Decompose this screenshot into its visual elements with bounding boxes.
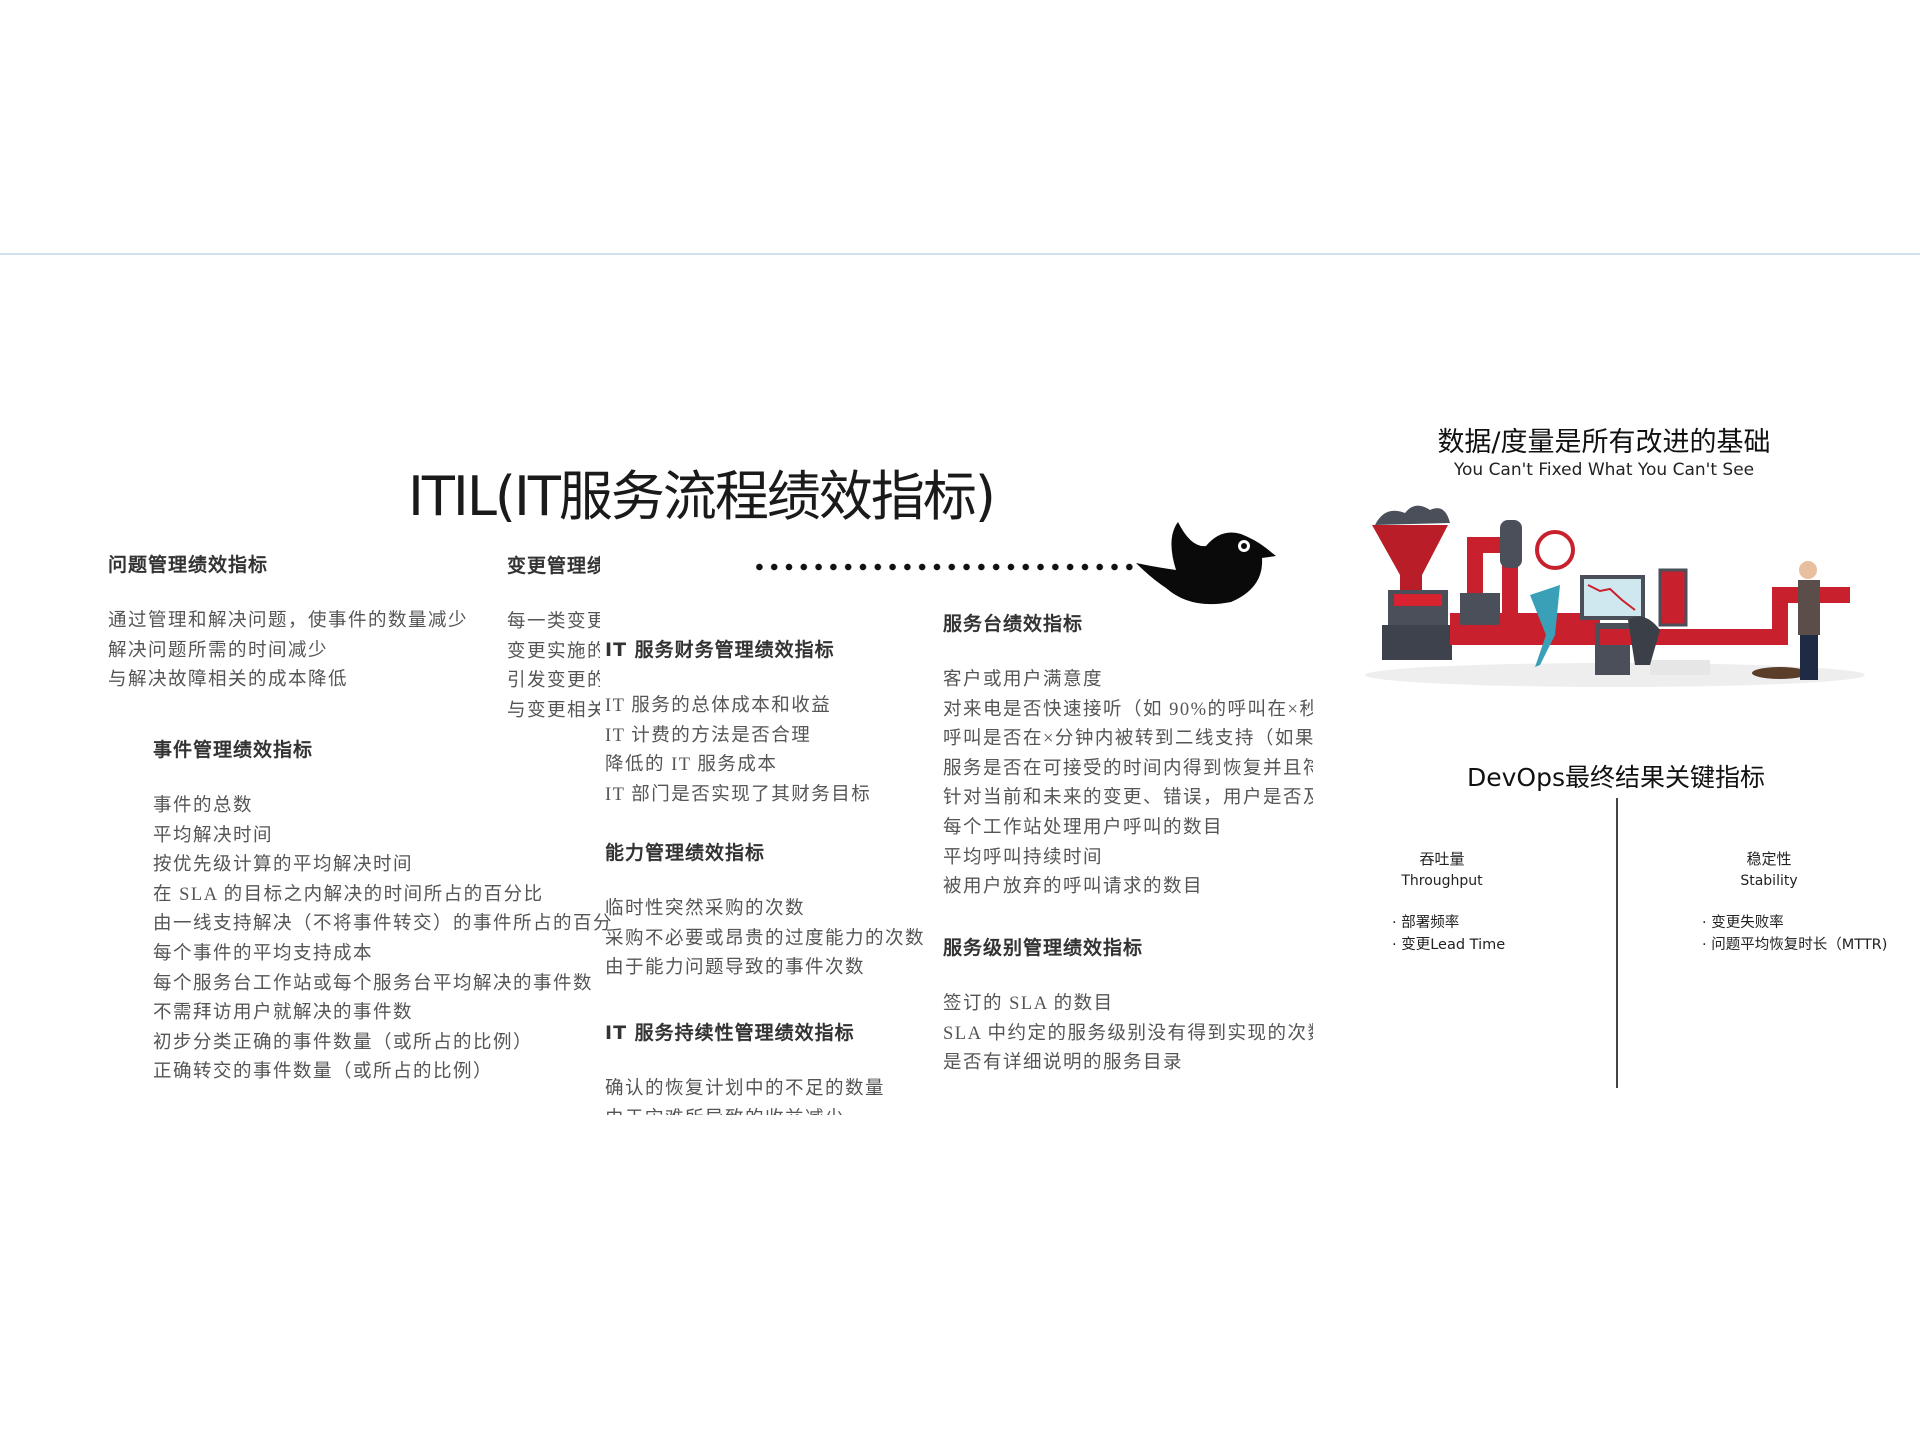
list-item: 与变更相关: [507, 700, 600, 721]
list-item: 事件的总数: [153, 796, 254, 816]
stability-heading: 稳定性 Stability: [1669, 848, 1869, 889]
dotted-line: [752, 562, 1136, 572]
section-change: 变更管理绩效指标每一类变更的数目变更实施的引发变更的与变更相关: [507, 551, 600, 726]
section-heading: 服务级别管理绩效指标: [943, 937, 1144, 959]
list-item: · 变更失败率: [1702, 915, 1784, 931]
list-item: 每个工作站处理用户呼叫的数目: [943, 817, 1224, 838]
list-item: 每个事件的平均支持成本: [153, 943, 374, 964]
stability-list: · 变更失败率 · 问题平均恢复时长（MTTR): [1702, 912, 1887, 956]
section-heading: 问题管理绩效指标: [108, 554, 269, 576]
list-item: 每一类变更的数目: [507, 612, 600, 632]
throughput-heading: 吞吐量 Throughput: [1342, 848, 1542, 889]
list-item: · 部署频率: [1392, 915, 1460, 931]
list-item: 服务是否在可接受的时间内得到恢复并且符: [943, 758, 1313, 779]
list-item: 按优先级计算的平均解决时间: [153, 855, 414, 876]
list-item: IT 服务的总体成本和收益: [605, 696, 832, 716]
section-problem: 问题管理绩效指标通过管理和解决问题，使事件的数量减少解决问题所需的时间减少与解决…: [108, 550, 468, 696]
section-heading: 服务台绩效指标: [943, 613, 1084, 635]
itil-title: ITIL(IT服务流程绩效指标): [408, 465, 996, 528]
list-item: 降低的 IT 服务成本: [605, 755, 778, 776]
data-foundation-subtitle: You Can't Fixed What You Can't See: [1453, 460, 1755, 480]
list-item: 平均解决时间: [153, 825, 274, 846]
list-item: 解决问题所需的时间减少: [108, 640, 329, 661]
list-item: 对来电是否快速接听（如 90%的呼叫在×秒: [943, 699, 1313, 720]
list-item: 通过管理和解决问题，使事件的数量减少: [108, 611, 469, 631]
bird-icon: [1136, 522, 1276, 605]
list-item: 正确转交的事件数量（或所占的比例）: [153, 1062, 494, 1083]
list-item: 平均呼叫持续时间: [943, 847, 1104, 868]
section-servicedesk: 服务台绩效指标客户或用户满意度对来电是否快速接听（如 90%的呼叫在×秒呼叫是否…: [943, 609, 1313, 903]
list-item: 客户或用户满意度: [943, 670, 1104, 690]
list-item: 引发变更的: [507, 671, 600, 692]
section-heading: 事件管理绩效指标: [153, 739, 314, 761]
section-sla: 服务级别管理绩效指标签订的 SLA 的数目 SLA 中约定的服务级别没有得到实现的…: [943, 933, 1313, 1079]
section-heading: IT 服务持续性管理绩效指标: [605, 1022, 855, 1044]
stability-zh: 稳定性: [1746, 850, 1792, 868]
list-item: 由于能力问题导致的事件次数: [605, 958, 866, 979]
list-item: 由于灾难所导致的收益减少: [605, 1105, 885, 1115]
throughput-zh: 吞吐量: [1419, 850, 1465, 868]
list-item: 呼叫是否在×分钟内被转到二线支持（如果: [943, 729, 1313, 750]
list-item: 不需拜访用户就解决的事件数: [153, 1003, 414, 1024]
list-item: SLA 中约定的服务级别没有得到实现的次数: [943, 1023, 1313, 1044]
section-incident: 事件管理绩效指标事件的总数平均解决时间按优先级计算的平均解决时间在 SLA 的目…: [153, 735, 613, 1088]
throughput-en: Throughput: [1401, 873, 1483, 889]
list-item: 临时性突然采购的次数: [605, 899, 806, 919]
list-item: 签订的 SLA 的数目: [943, 994, 1114, 1014]
list-item: · 变更Lead Time: [1392, 937, 1506, 953]
section-capacity: 能力管理绩效指标临时性突然采购的次数采购不必要或昂贵的过度能力的次数由于能力问题…: [605, 838, 925, 984]
list-item: IT 计费的方法是否合理: [605, 725, 812, 746]
list-item: · 问题平均恢复时长（MTTR): [1702, 937, 1888, 953]
list-item: 采购不必要或昂贵的过度能力的次数: [605, 928, 926, 949]
devops-title: DevOps最终结果关键指标: [1467, 763, 1765, 792]
broken-pipeline-illustration: [1365, 505, 1865, 687]
list-item: 由一线支持解决（不将事件转交）的事件所占的百分: [153, 914, 614, 935]
list-item: IT 部门是否实现了其财务目标: [605, 784, 872, 805]
section-heading: IT 服务财务管理绩效指标: [605, 639, 835, 661]
list-item: 在 SLA 的目标之内解决的时间所占的百分比: [153, 884, 544, 905]
list-item: 是否有详细说明的服务目录: [943, 1053, 1184, 1074]
section-heading: 变更管理绩效指标: [507, 555, 600, 577]
section-finance: IT 服务财务管理绩效指标 IT 服务的总体成本和收益 IT 计费的方法是否合理降低…: [605, 635, 872, 811]
stability-en: Stability: [1740, 873, 1798, 889]
list-item: 每个服务台工作站或每个服务台平均解决的事件数: [153, 973, 594, 994]
column-divider: [1616, 798, 1618, 1088]
section-heading: 能力管理绩效指标: [605, 842, 766, 864]
list-item: 初步分类正确的事件数量（或所占的比例）: [153, 1032, 534, 1053]
data-foundation-title: 数据/度量是所有改进的基础: [1437, 427, 1771, 458]
list-item: 变更实施的: [507, 641, 600, 662]
list-item: 确认的恢复计划中的不足的数量: [605, 1079, 886, 1099]
list-item: 针对当前和未来的变更、错误，用户是否及: [943, 788, 1313, 809]
top-divider: [0, 253, 1920, 255]
list-item: 被用户放弃的呼叫请求的数目: [943, 877, 1204, 898]
section-continuity: IT 服务持续性管理绩效指标确认的恢复计划中的不足的数量由于灾难所导致的收益减少: [605, 1018, 885, 1115]
throughput-list: · 部署频率 · 变更Lead Time: [1392, 912, 1505, 956]
list-item: 与解决故障相关的成本降低: [108, 670, 349, 691]
